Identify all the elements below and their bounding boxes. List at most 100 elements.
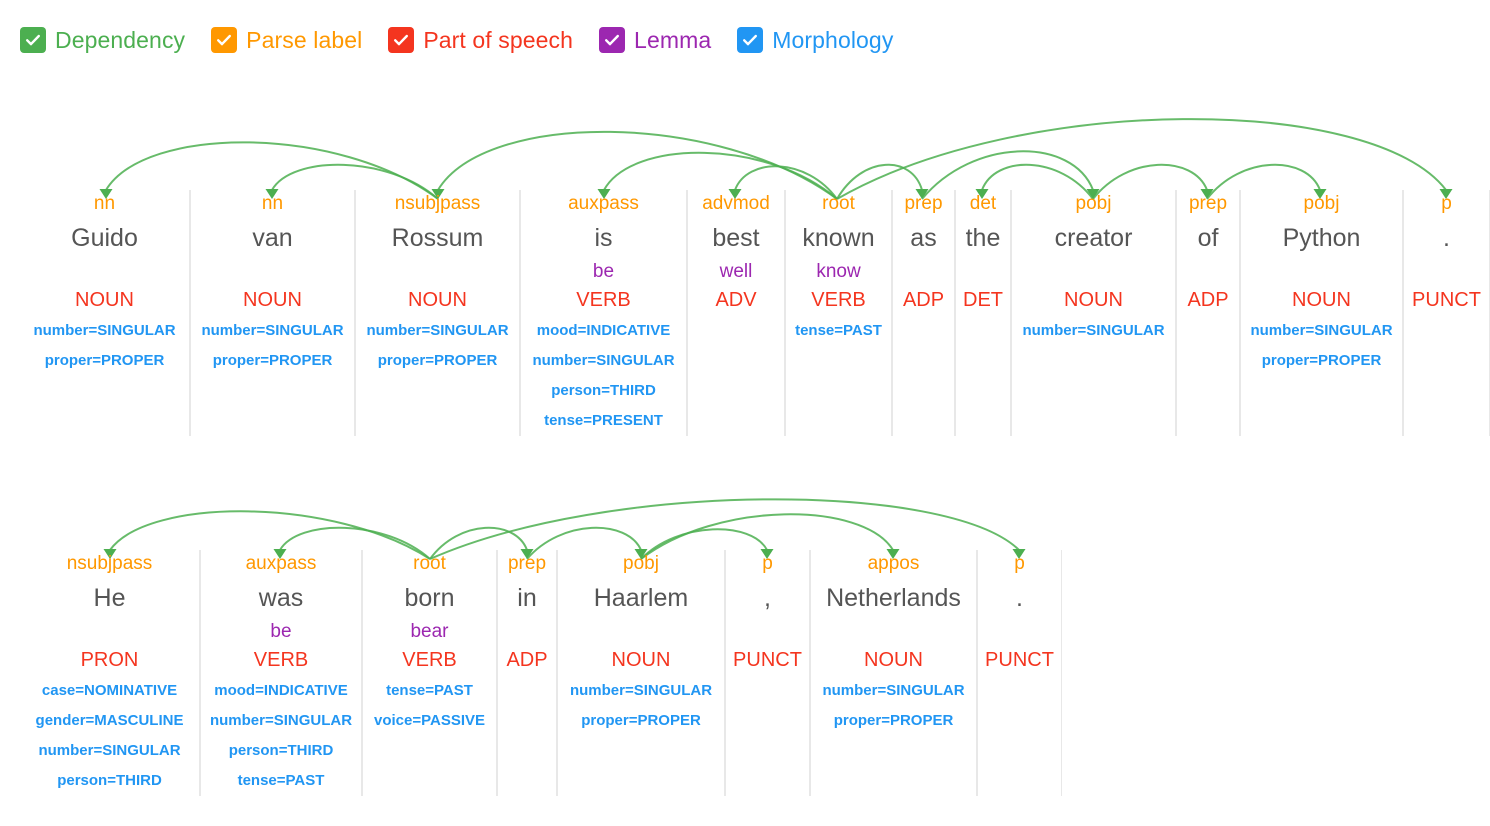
- morphology-feature: number=SINGULAR: [1250, 322, 1393, 339]
- morphology-feature: number=SINGULAR: [569, 682, 713, 699]
- parse-label: advmod: [702, 193, 770, 214]
- morphology-feature: proper=PROPER: [833, 712, 954, 729]
- legend-toggle-morphology[interactable]: Morphology: [737, 27, 893, 54]
- morphology-feature: mood=INDICATIVE: [536, 322, 671, 339]
- morphology-feature: mood=INDICATIVE: [214, 682, 348, 699]
- part-of-speech: NOUN: [611, 649, 671, 671]
- token-cell[interactable]: prep in ADP: [497, 550, 557, 796]
- part-of-speech: VERB: [576, 289, 631, 311]
- legend-label: Lemma: [634, 26, 712, 53]
- part-of-speech: PUNCT: [733, 649, 802, 671]
- token-cell[interactable]: p, PUNCT: [725, 550, 810, 796]
- legend-label: Morphology: [772, 26, 894, 53]
- token-word: as: [910, 224, 937, 252]
- parse-label: p: [762, 553, 773, 574]
- morphology-feature: proper=PROPER: [44, 352, 165, 369]
- parse-label: root: [822, 193, 855, 214]
- morphology-feature: tense=PAST: [795, 322, 882, 339]
- parse-label: auxpass: [245, 553, 317, 574]
- token-word: born: [404, 584, 455, 612]
- morphology-feature: number=SINGULAR: [366, 322, 509, 339]
- morphology-feature: number=SINGULAR: [209, 712, 353, 729]
- token-word: best: [712, 224, 760, 252]
- morphology-feature: number=SINGULAR: [38, 742, 181, 759]
- token-word: He: [93, 584, 126, 612]
- morphology-feature: tense=PAST: [386, 682, 473, 699]
- morphology-list: number=SINGULAR: [1012, 316, 1175, 346]
- part-of-speech: NOUN: [408, 289, 467, 311]
- token-lemma: bear: [410, 621, 449, 642]
- parse-label: prep: [1188, 193, 1228, 214]
- checkbox-checked-icon[interactable]: [388, 27, 415, 53]
- part-of-speech: ADP: [902, 289, 945, 311]
- part-of-speech: NOUN: [1064, 289, 1123, 311]
- morphology-feature: proper=PROPER: [581, 712, 701, 729]
- token-word: in: [517, 584, 537, 612]
- dependency-arc: [836, 118, 1447, 200]
- morphology-feature: person=THIRD: [228, 742, 334, 759]
- checkbox-checked-icon[interactable]: [737, 27, 764, 53]
- token-word: Rossum: [391, 224, 484, 252]
- parse-label: auxpass: [568, 193, 639, 214]
- token-cell[interactable]: p. PUNCT: [1403, 190, 1490, 436]
- token-word: known: [802, 224, 875, 252]
- morphology-list: tense=PAST voice=PASSIVE: [363, 676, 496, 736]
- morphology-list: tense=PAST: [786, 316, 891, 346]
- parse-label: nsubjpass: [66, 553, 153, 574]
- checkbox-checked-icon[interactable]: [20, 27, 46, 53]
- morphology-feature: person=THIRD: [551, 382, 656, 399]
- legend-toggle-part-of-speech[interactable]: Part of speech: [388, 27, 573, 54]
- part-of-speech: NOUN: [243, 289, 302, 311]
- legend-toggle-lemma[interactable]: Lemma: [599, 27, 711, 54]
- dependency-arc: [437, 130, 838, 200]
- token-word: .: [1016, 584, 1023, 612]
- token-word: Haarlem: [593, 584, 689, 612]
- token-word: is: [594, 224, 613, 252]
- part-of-speech: PUNCT: [1412, 289, 1481, 311]
- legend-label: Parse label: [246, 26, 363, 53]
- morphology-feature: voice=PASSIVE: [373, 712, 486, 729]
- morphology-feature: number=SINGULAR: [201, 322, 344, 339]
- checkbox-checked-icon[interactable]: [211, 27, 238, 53]
- part-of-speech: ADP: [506, 649, 548, 671]
- part-of-speech: ADV: [715, 289, 757, 311]
- part-of-speech: NOUN: [864, 649, 923, 671]
- parse-label: p: [1441, 193, 1452, 214]
- part-of-speech: NOUN: [75, 289, 134, 311]
- token-word: Netherlands: [826, 584, 961, 612]
- legend-toggle-parse-label[interactable]: Parse label: [211, 27, 362, 54]
- morphology-list: mood=INDICATIVE number=SINGULAR person=THI…: [201, 676, 361, 796]
- token-word: van: [252, 224, 293, 252]
- token-word: Guido: [71, 224, 138, 252]
- morphology-feature: number=SINGULAR: [33, 322, 176, 339]
- token-cell[interactable]: p. PUNCT: [977, 550, 1062, 796]
- legend-toggle-dependency[interactable]: Dependency: [20, 27, 185, 54]
- part-of-speech: VERB: [253, 649, 309, 671]
- parse-label: prep: [507, 553, 547, 574]
- checkbox-checked-icon[interactable]: [599, 27, 626, 53]
- morphology-feature: person=THIRD: [57, 772, 162, 789]
- token-lemma: know: [816, 261, 861, 282]
